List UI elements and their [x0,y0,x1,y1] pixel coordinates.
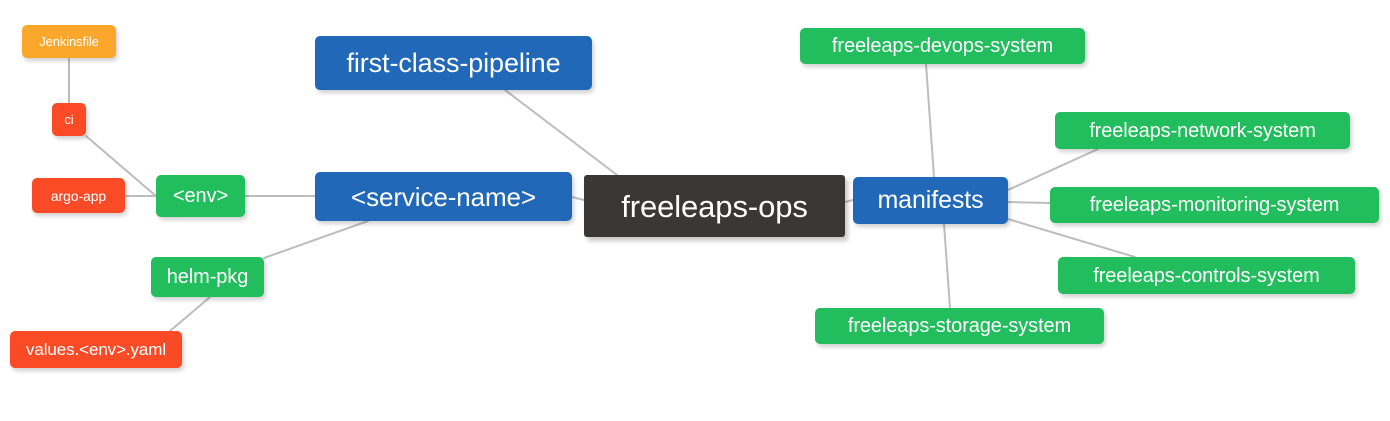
mindmap-node-freeleaps-devops-system[interactable]: freeleaps-devops-system [800,28,1085,64]
mindmap-node-freeleaps-monitoring-system[interactable]: freeleaps-monitoring-system [1050,187,1379,223]
node-label-first-class-pipeline: first-class-pipeline [346,47,561,78]
node-label-env: <env> [172,185,229,207]
edge-service-name-to-freeleaps-ops [571,196,585,201]
mindmap-node-freeleaps-storage-system[interactable]: freeleaps-storage-system [815,308,1104,344]
node-label-freeleaps-devops-system: freeleaps-devops-system [831,35,1054,57]
node-label-manifests: manifests [877,186,984,214]
edge-values-yaml-to-helm-pkg [169,296,211,332]
node-label-helm-pkg: helm-pkg [166,266,249,288]
mindmap-node-service-name[interactable]: <service-name> [315,172,572,221]
mindmap-node-first-class-pipeline[interactable]: first-class-pipeline [315,36,592,90]
mindmap-node-ci[interactable]: ci [52,103,86,136]
node-label-argo-app: argo-app [50,187,107,204]
mindmap-node-freeleaps-ops[interactable]: freeleaps-ops [584,175,845,237]
node-label-freeleaps-storage-system: freeleaps-storage-system [847,315,1072,337]
node-label-values-yaml: values.<env>.yaml [25,340,167,359]
mindmap-node-argo-app[interactable]: argo-app [32,178,125,213]
mindmap-node-jenkinsfile[interactable]: Jenkinsfile [22,25,116,58]
node-label-jenkinsfile: Jenkinsfile [39,34,99,49]
edge-first-class-pipeline-to-freeleaps-ops [504,89,618,176]
mindmap-node-freeleaps-controls-system[interactable]: freeleaps-controls-system [1058,257,1355,294]
edge-manifests-to-freeleaps-storage-system [943,223,951,309]
node-label-service-name: <service-name> [350,181,537,212]
edge-freeleaps-ops-to-manifests [844,199,854,203]
edge-manifests-to-freeleaps-network-system [1007,148,1099,191]
edge-helm-pkg-to-service-name [263,220,369,259]
mindmap-node-env[interactable]: <env> [156,175,245,217]
edge-manifests-to-freeleaps-monitoring-system [1007,201,1051,204]
edge-manifests-to-freeleaps-devops-system [925,63,935,178]
node-label-ci: ci [64,112,74,127]
mindmap-node-freeleaps-network-system[interactable]: freeleaps-network-system [1055,112,1350,149]
node-label-freeleaps-controls-system: freeleaps-controls-system [1093,264,1320,287]
mindmap-node-values-yaml[interactable]: values.<env>.yaml [10,331,182,368]
mindmap-node-helm-pkg[interactable]: helm-pkg [151,257,264,297]
node-label-freeleaps-monitoring-system: freeleaps-monitoring-system [1089,194,1340,216]
node-label-freeleaps-network-system: freeleaps-network-system [1089,119,1316,142]
mindmap-node-manifests[interactable]: manifests [853,177,1008,224]
edge-manifests-to-freeleaps-controls-system [1007,218,1136,258]
node-label-freeleaps-ops: freeleaps-ops [621,188,808,224]
